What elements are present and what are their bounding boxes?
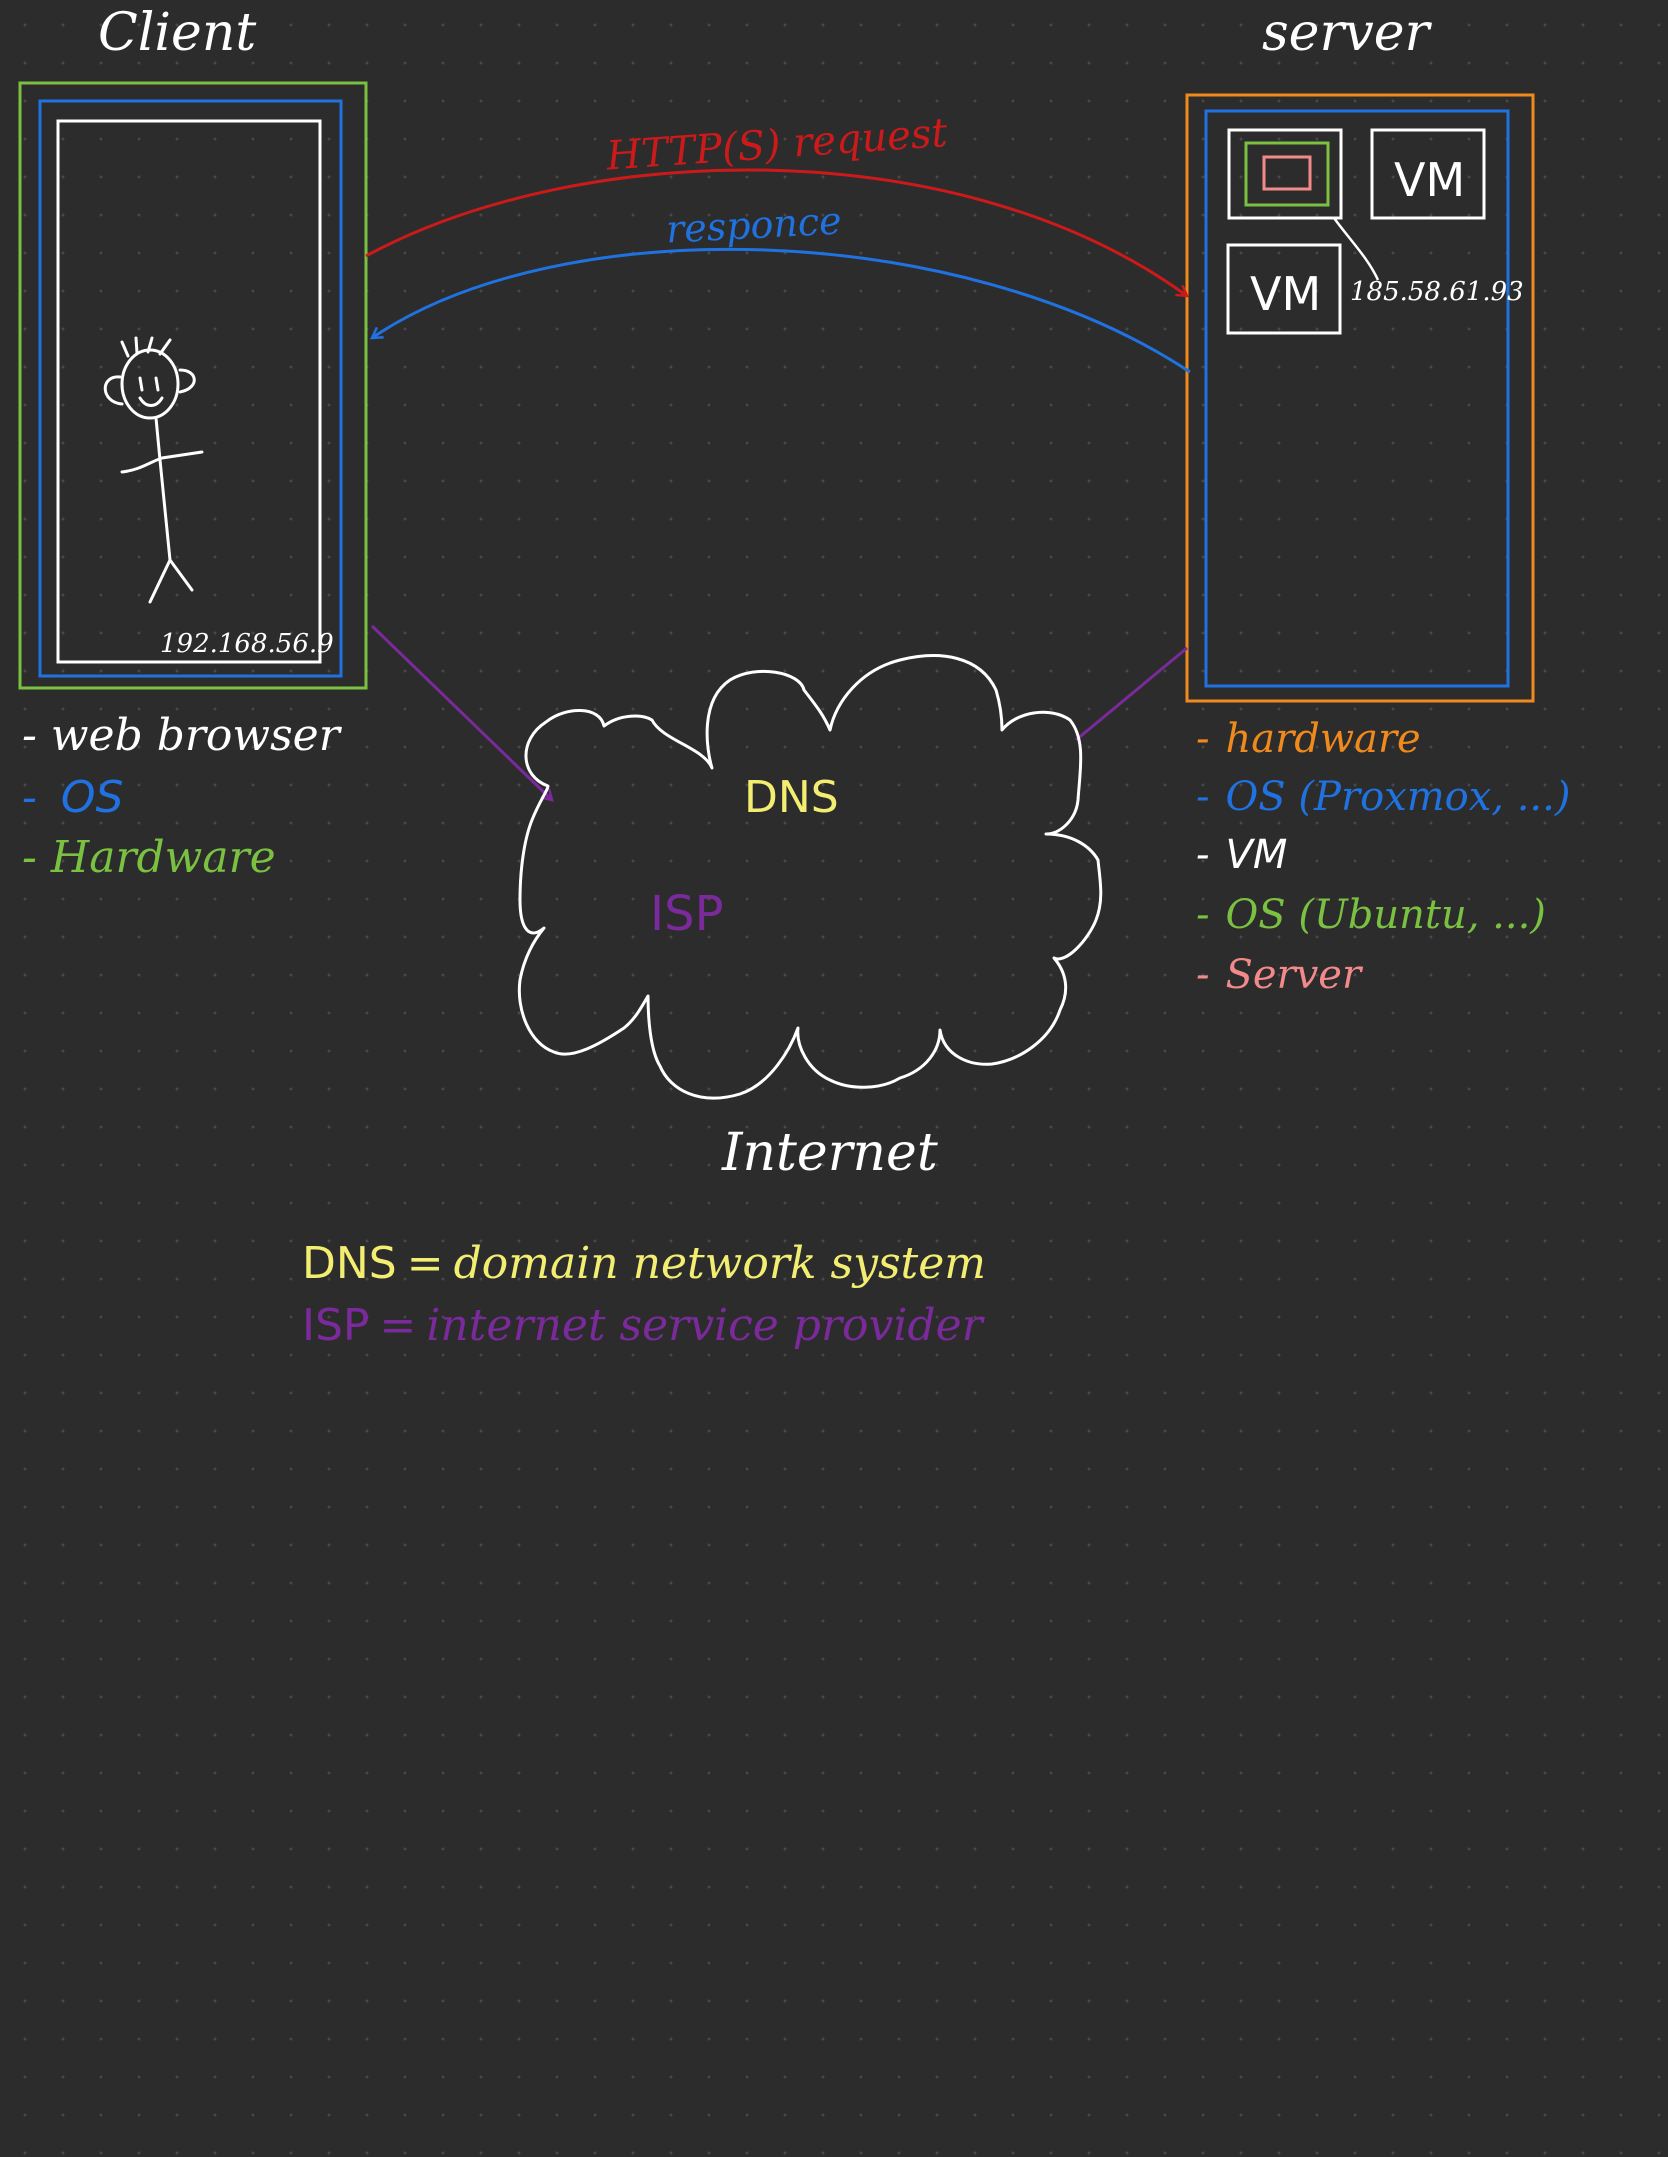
- vm-label-1: VM: [1250, 267, 1321, 321]
- vm-os-box: [1244, 141, 1330, 207]
- dns-label: DNS: [744, 772, 839, 823]
- client-title: Client: [98, 3, 256, 63]
- server-title: server: [1262, 3, 1432, 63]
- glossary-isp: ISP=internet service provider: [302, 1300, 986, 1351]
- isp-label: ISP: [650, 886, 724, 942]
- client-legend: -web browser -OS -Hardware: [22, 710, 343, 883]
- server-legend-item: -OS (Ubuntu, ...): [1196, 892, 1546, 938]
- internet-label: Internet: [721, 1123, 938, 1183]
- vm-box-server: [1227, 128, 1343, 220]
- internet-cloud-icon: [517, 654, 1103, 1100]
- vm-box-3: [1226, 243, 1342, 335]
- server-hardware-box: [1185, 93, 1535, 703]
- client-internet-link: [370, 624, 552, 800]
- vm-label-2: VM: [1394, 153, 1465, 207]
- vm-box-2: [1370, 128, 1486, 220]
- user-stick-figure-icon: [103, 336, 204, 604]
- client-browser-box: [56, 119, 322, 664]
- response-label: responce: [665, 198, 843, 251]
- server-ip-address: 185.58.61.93: [1350, 277, 1524, 307]
- request-arrow: [365, 168, 1187, 296]
- client-os-box: [38, 99, 343, 678]
- server-machine: VM VM 185.58.61.93: [1185, 93, 1535, 703]
- client-ip-address: 192.168.56.9: [160, 629, 334, 659]
- client-legend-item: -Hardware: [22, 832, 276, 883]
- server-legend-item: -VM: [1196, 832, 1287, 878]
- client-machine: 192.168.56.9: [18, 81, 368, 690]
- glossary-dns: DNS=domain network system: [302, 1238, 986, 1289]
- glossary: DNS=domain network system ISP=internet s…: [302, 1238, 986, 1351]
- client-legend-item: -web browser: [22, 710, 343, 761]
- server-internet-link: [1075, 646, 1188, 742]
- ip-pointer-line: [1332, 217, 1380, 281]
- client-legend-item: -OS: [22, 772, 123, 823]
- server-software-box: [1262, 155, 1312, 191]
- response-arrow: [372, 247, 1191, 374]
- server-legend-item: -Server: [1196, 952, 1364, 998]
- server-legend-item: -hardware: [1196, 716, 1421, 762]
- server-legend-item: -OS (Proxmox, ...): [1196, 774, 1570, 820]
- server-os-box: [1204, 109, 1510, 688]
- client-hardware-box: [18, 81, 368, 690]
- server-legend: -hardware -OS (Proxmox, ...) -VM -OS (Ub…: [1196, 716, 1570, 998]
